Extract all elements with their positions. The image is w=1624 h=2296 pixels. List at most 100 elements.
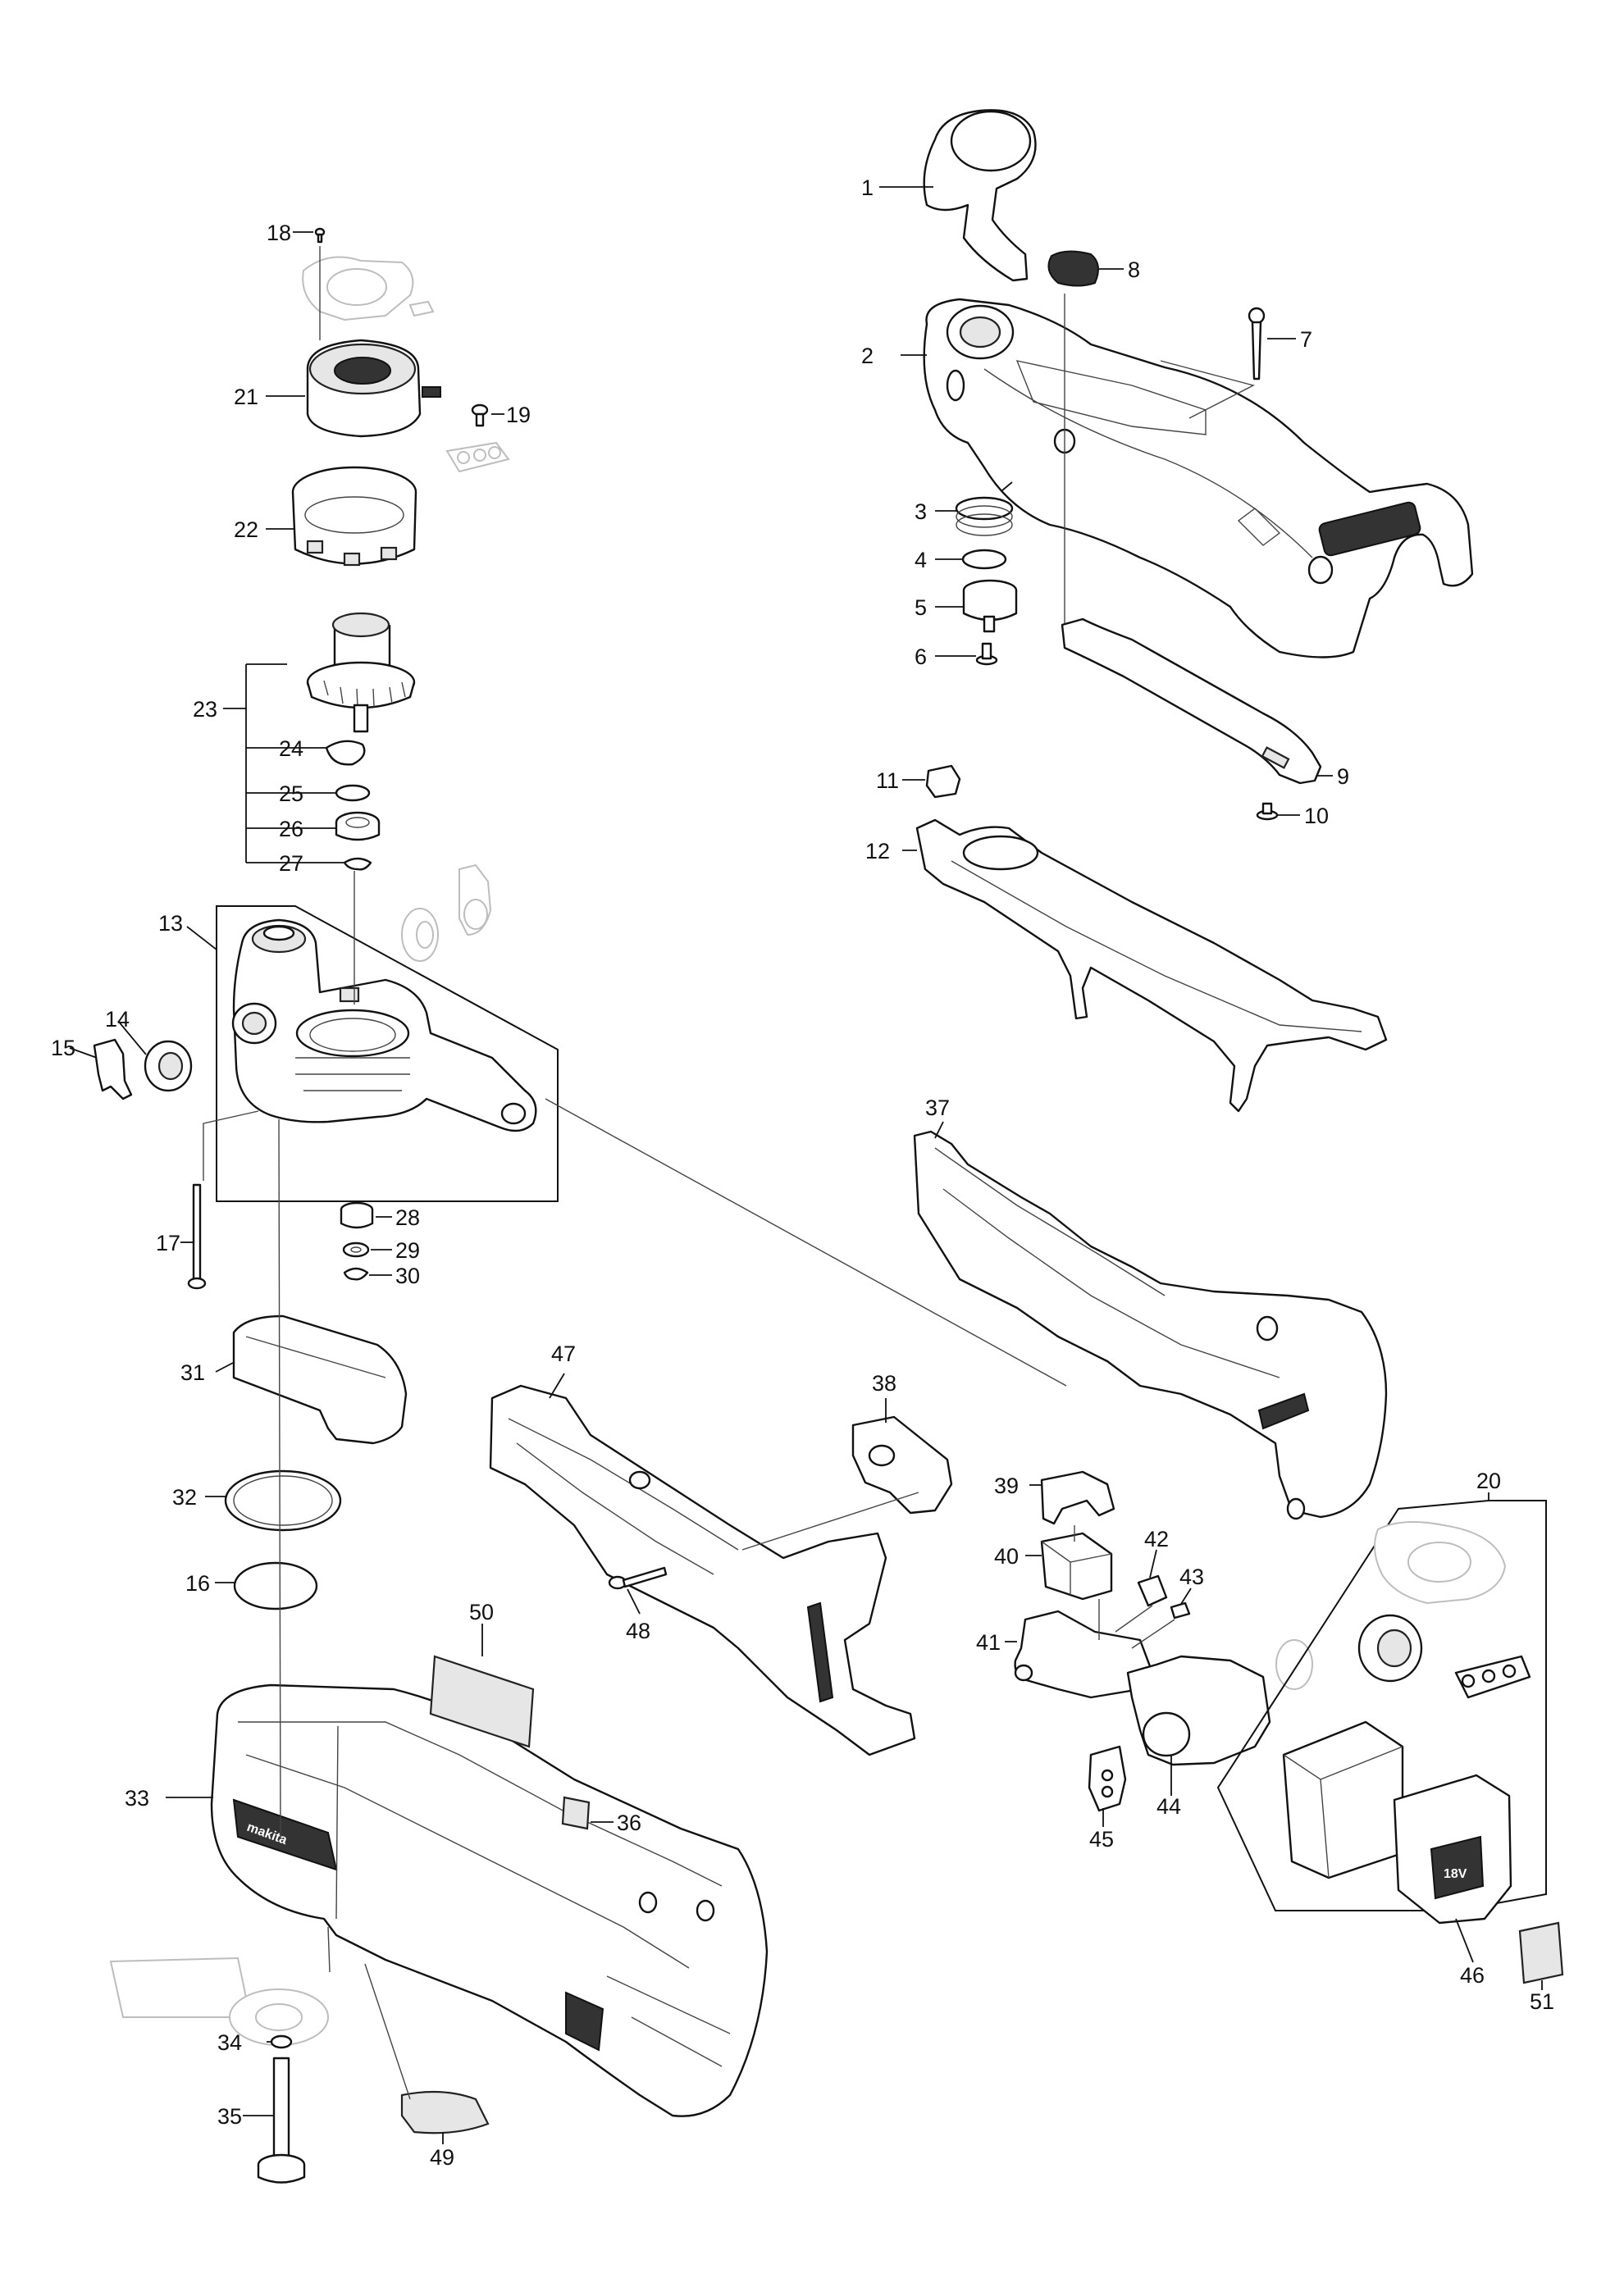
callout-8: 8 <box>1128 257 1140 282</box>
part-9-switch-lever <box>1061 617 1322 785</box>
callout-45: 45 <box>1089 1827 1114 1852</box>
callout-3: 3 <box>915 499 927 524</box>
part-25-washer <box>335 784 371 802</box>
callout-11: 11 <box>876 768 899 793</box>
callout-4: 4 <box>915 548 927 572</box>
callout-2: 2 <box>861 344 874 368</box>
part-20-sensor <box>1454 1655 1531 1699</box>
callout-39: 39 <box>994 1474 1019 1498</box>
callout-46: 46 <box>1460 1963 1485 1988</box>
part-30-retaining-ring <box>343 1267 369 1281</box>
callout-18: 18 <box>267 221 291 245</box>
part-1-top-cover <box>923 109 1037 282</box>
part-20-motor-core <box>1357 1614 1423 1683</box>
part-7-screw <box>1248 307 1266 380</box>
callout-9: 9 <box>1337 764 1349 789</box>
callout-10: 10 <box>1304 804 1329 828</box>
part-12-lever-frame <box>915 818 1388 1113</box>
part-50-label <box>429 1655 535 1748</box>
part-24-bearing-retainer <box>325 740 366 766</box>
part-32-gasket <box>224 1469 342 1532</box>
part-2-motor-housing-cover <box>923 298 1474 658</box>
callout-48: 48 <box>626 1619 650 1643</box>
part-29-washer <box>342 1241 370 1258</box>
callout-38: 38 <box>872 1371 896 1396</box>
callout-27: 27 <box>279 851 303 876</box>
ghost-bearing-bracket <box>401 863 492 962</box>
part-21-circuit-gasket <box>302 256 435 321</box>
part-33-housing: makita <box>210 1683 769 2117</box>
callout-25: 25 <box>279 781 303 806</box>
callout-37: 37 <box>925 1096 950 1120</box>
callout-15: 15 <box>51 1036 75 1060</box>
battery-marking: 18V <box>1444 1867 1467 1881</box>
callout-29: 29 <box>395 1238 420 1263</box>
callout-20: 20 <box>1476 1469 1501 1493</box>
part-35-spindle <box>257 2057 306 2184</box>
callout-44: 44 <box>1156 1794 1181 1819</box>
part-11-switch <box>925 764 961 799</box>
callout-26: 26 <box>279 817 303 841</box>
callout-16: 16 <box>185 1571 210 1596</box>
callout-23: 23 <box>193 697 217 722</box>
part-39-bracket <box>1040 1470 1115 1525</box>
callout-28: 28 <box>395 1205 420 1230</box>
callout-19: 19 <box>506 403 531 427</box>
callout-12: 12 <box>865 839 890 863</box>
callout-14: 14 <box>105 1007 130 1032</box>
callout-7: 7 <box>1300 327 1312 352</box>
part-28-bearing <box>340 1201 374 1229</box>
callout-43: 43 <box>1179 1565 1204 1589</box>
part-14-bearing <box>144 1040 193 1092</box>
leader-lines <box>69 186 1543 2144</box>
callout-41: 41 <box>976 1630 1001 1655</box>
part-3-spring <box>955 481 1014 536</box>
part-40-controller <box>1040 1532 1113 1601</box>
alignment-lines <box>203 246 1255 2100</box>
part-16-o-ring <box>233 1561 318 1610</box>
callout-13: 13 <box>158 911 183 936</box>
part-45-pad <box>1088 1745 1127 1812</box>
part-41-switch-holder <box>1014 1610 1154 1699</box>
part-18-screw <box>314 227 326 244</box>
callout-50: 50 <box>469 1600 494 1624</box>
part-31-cover <box>232 1314 408 1445</box>
part-37-housing-half <box>913 1130 1388 1520</box>
callout-47: 47 <box>551 1342 576 1366</box>
part-10-screw <box>1256 802 1279 821</box>
callout-31: 31 <box>180 1360 205 1385</box>
assembly-frame-20 <box>1216 1500 1547 1911</box>
part-22-baffle-ring <box>291 466 417 567</box>
part-36-label <box>561 1796 591 1830</box>
callout-24: 24 <box>279 736 303 761</box>
callout-51: 51 <box>1530 1989 1554 2014</box>
part-17-screw <box>187 1183 207 1290</box>
part-51-label <box>1518 1921 1564 1984</box>
callout-5: 5 <box>915 595 927 620</box>
part-47-housing-half <box>489 1384 916 1756</box>
part-20-controller-board <box>1282 1720 1404 1879</box>
assembly-frame-13 <box>216 905 559 1202</box>
part-21-stator-assembly <box>306 339 441 438</box>
part-26-bearing <box>335 811 381 841</box>
callout-49: 49 <box>430 2145 454 2170</box>
callout-6: 6 <box>915 645 927 669</box>
part-42-switch <box>1137 1574 1168 1607</box>
callout-42: 42 <box>1144 1527 1169 1551</box>
callout-33: 33 <box>125 1786 149 1811</box>
part-34-o-ring <box>270 2034 293 2049</box>
part-4-o-ring <box>961 549 1007 570</box>
callout-21: 21 <box>234 385 258 409</box>
part-19-sensor-board <box>445 441 510 473</box>
part-46-battery-terminal: 18V <box>1393 1774 1512 1925</box>
callout-labels: 1 2 3 4 5 6 7 8 9 10 11 12 13 14 15 16 1… <box>51 175 1554 2170</box>
part-49-label <box>400 2090 490 2134</box>
part-20-gasket <box>1374 1521 1507 1605</box>
callout-22: 22 <box>234 517 258 542</box>
callout-35: 35 <box>217 2104 242 2129</box>
part-5-lock-knob <box>962 579 1018 633</box>
part-19-screw <box>471 403 489 427</box>
callout-32: 32 <box>172 1485 197 1510</box>
callout-30: 30 <box>395 1264 420 1288</box>
callout-1: 1 <box>861 175 874 200</box>
